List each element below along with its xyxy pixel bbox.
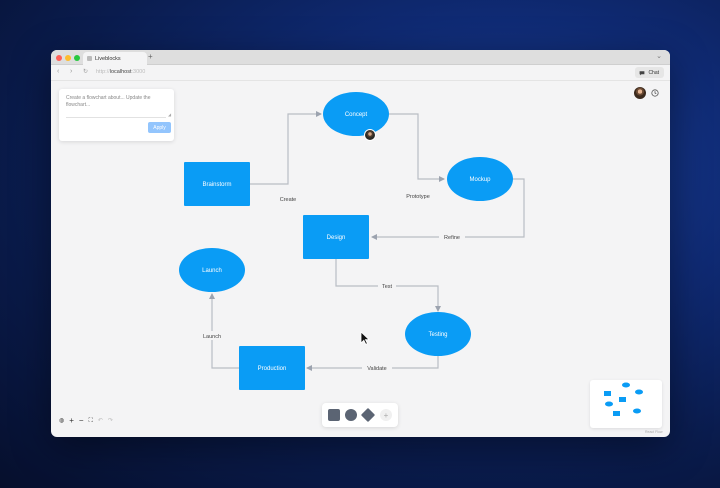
mouse-cursor-icon	[360, 331, 370, 345]
edge-label-launch: Launch	[199, 331, 225, 340]
undo-icon[interactable]: ↶	[97, 418, 103, 424]
shape-toolbar: +	[322, 403, 398, 427]
edge-label-refine: Refine	[439, 232, 465, 241]
resize-grip-icon[interactable]: ◢	[168, 112, 172, 117]
svg-text:Create: Create	[280, 197, 297, 203]
add-diamond-button[interactable]	[360, 407, 376, 423]
svg-text:Prototype: Prototype	[406, 194, 430, 200]
edge-label-test: Test	[378, 281, 396, 290]
node-launch[interactable]: Launch	[179, 248, 245, 292]
ai-prompt-panel: Create a flowchart about... Update the f…	[59, 89, 174, 141]
browser-window: Liveblocks + ⌄ ‹ › ↻ http://localhost:30…	[51, 50, 670, 437]
svg-text:Launch: Launch	[203, 334, 221, 340]
add-shape-button[interactable]: +	[380, 409, 392, 421]
edge-testing-production	[306, 351, 439, 371]
address-bar: ‹ › ↻ http://localhost:3000 Chat	[51, 65, 670, 81]
node-mockup[interactable]: Mockup	[447, 157, 513, 201]
chat-button[interactable]: Chat	[635, 67, 664, 78]
prompt-divider	[66, 117, 166, 118]
minimap[interactable]	[590, 380, 662, 428]
history-clock-icon[interactable]	[651, 89, 659, 97]
svg-text:Brainstorm: Brainstorm	[202, 182, 231, 188]
node-testing[interactable]: Testing	[405, 312, 471, 356]
apply-button[interactable]: Apply	[148, 122, 171, 133]
close-window-icon[interactable]	[56, 55, 62, 61]
svg-text:Production: Production	[258, 366, 287, 372]
tab-title: Liveblocks	[95, 55, 121, 62]
svg-text:Mockup: Mockup	[469, 177, 491, 183]
edge-label-create: Create	[275, 194, 301, 203]
url-host: localhost	[109, 69, 132, 75]
chat-bubble-icon	[640, 70, 645, 75]
edge-label-validate: Validate	[362, 363, 392, 372]
forward-arrow-icon[interactable]: ›	[70, 68, 73, 75]
collaborator-avatar	[364, 129, 376, 141]
add-ellipse-button[interactable]	[345, 409, 357, 421]
tab-bar: Liveblocks + ⌄	[51, 50, 670, 65]
canvas-controls: ◍ + − ⛶ ↶ ↷	[59, 415, 113, 427]
new-tab-button[interactable]: +	[148, 52, 153, 61]
svg-text:Testing: Testing	[428, 332, 447, 338]
node-design[interactable]: Design	[303, 215, 369, 259]
url-protocol: http://	[96, 69, 110, 75]
svg-text:Launch: Launch	[202, 268, 222, 274]
edge-production-launch	[209, 293, 239, 369]
zoom-out-button[interactable]: −	[78, 416, 84, 425]
minimize-window-icon[interactable]	[65, 55, 71, 61]
zoom-in-button[interactable]: +	[69, 416, 74, 425]
edge-label-prototype: Prototype	[400, 191, 436, 200]
fullscreen-icon[interactable]: ⛶	[88, 418, 93, 424]
chat-label: Chat	[648, 69, 659, 76]
node-brainstorm[interactable]: Brainstorm	[184, 162, 250, 206]
redo-icon[interactable]: ↷	[107, 418, 113, 424]
prompt-input[interactable]: Create a flowchart about... Update the f…	[66, 95, 151, 108]
maximize-window-icon[interactable]	[74, 55, 80, 61]
svg-text:Test: Test	[382, 284, 393, 290]
url-port: :3000	[131, 69, 146, 75]
browser-tab[interactable]: Liveblocks	[83, 52, 147, 65]
node-concept[interactable]: Concept	[323, 92, 389, 136]
svg-text:Concept: Concept	[345, 112, 368, 118]
reload-icon[interactable]: ↻	[83, 69, 89, 75]
favicon-icon	[87, 56, 92, 61]
edge-concept-mockup	[389, 113, 445, 182]
flow-canvas[interactable]: Create a flowchart about... Update the f…	[51, 81, 670, 437]
edge-brainstorm-concept	[250, 111, 322, 185]
add-rectangle-button[interactable]	[328, 409, 340, 421]
minimap-nodes	[604, 382, 643, 416]
tab-menu-chevron-icon[interactable]: ⌄	[656, 53, 662, 60]
user-avatar[interactable]	[634, 87, 646, 99]
flowchart-diagram: Create Prototype Refine Test Validate La…	[179, 92, 525, 390]
node-production[interactable]: Production	[239, 346, 305, 390]
svg-text:Refine: Refine	[444, 235, 460, 241]
svg-text:Validate: Validate	[367, 366, 386, 372]
back-arrow-icon[interactable]: ‹	[57, 68, 60, 75]
react-flow-attribution[interactable]: React Flow	[645, 430, 663, 434]
fit-view-icon[interactable]: ◍	[59, 418, 65, 424]
svg-text:Design: Design	[327, 235, 346, 241]
url-field[interactable]: http://localhost:3000	[96, 69, 145, 75]
